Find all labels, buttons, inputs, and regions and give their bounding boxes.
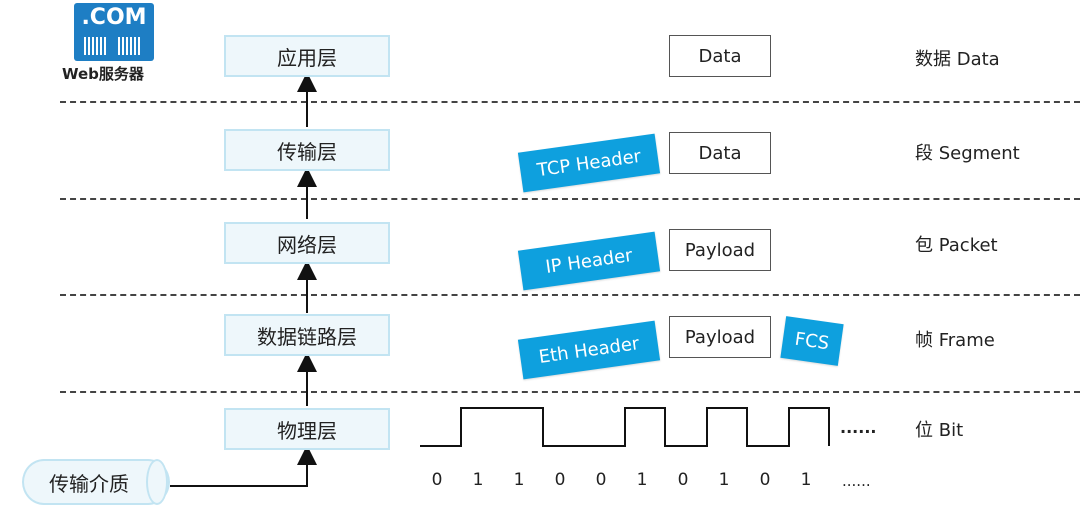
bit-signal-waveform <box>420 407 830 447</box>
transport-data-box: Data <box>669 132 771 174</box>
layer-physical: 物理层 <box>224 408 390 450</box>
bit-value: 1 <box>800 470 812 490</box>
bit-value: 0 <box>759 470 771 490</box>
layer-application: 应用层 <box>224 35 390 77</box>
layer-divider <box>60 294 1080 296</box>
medium-label: 传输介质 <box>49 471 129 496</box>
medium-cap <box>146 459 168 505</box>
server-rack-icon <box>84 37 140 55</box>
layer-divider <box>60 391 1080 393</box>
bit-value: 1 <box>636 470 648 490</box>
layer-datalink: 数据链路层 <box>224 314 390 356</box>
medium-line <box>170 445 317 487</box>
pdu-frame: 帧 Frame <box>915 330 995 351</box>
layer-transport: 传输层 <box>224 129 390 171</box>
network-payload-box: Payload <box>669 229 771 271</box>
datalink-payload-box: Payload <box>669 316 771 358</box>
layer-divider <box>60 198 1080 200</box>
fcs-trailer: FCS <box>780 316 844 366</box>
pdu-segment: 段 Segment <box>915 143 1020 164</box>
bit-value: 0 <box>677 470 689 490</box>
signal-ellipsis: ...... <box>840 418 877 437</box>
app-data-box: Data <box>669 35 771 77</box>
bits-ellipsis: ...... <box>842 472 871 490</box>
bit-value: 1 <box>513 470 525 490</box>
server-label: Web服务器 <box>62 65 144 83</box>
server-com-badge: .COM <box>81 5 147 30</box>
pdu-packet: 包 Packet <box>915 235 998 256</box>
pdu-bit: 位 Bit <box>915 420 964 441</box>
bit-value: 0 <box>431 470 443 490</box>
bit-value: 1 <box>472 470 484 490</box>
web-server-icon: .COM <box>74 3 154 61</box>
layer-network: 网络层 <box>224 222 390 264</box>
bit-value: 0 <box>595 470 607 490</box>
bit-value: 1 <box>718 470 730 490</box>
layer-divider <box>60 101 1080 103</box>
pdu-data: 数据 Data <box>915 49 1000 70</box>
bit-value: 0 <box>554 470 566 490</box>
